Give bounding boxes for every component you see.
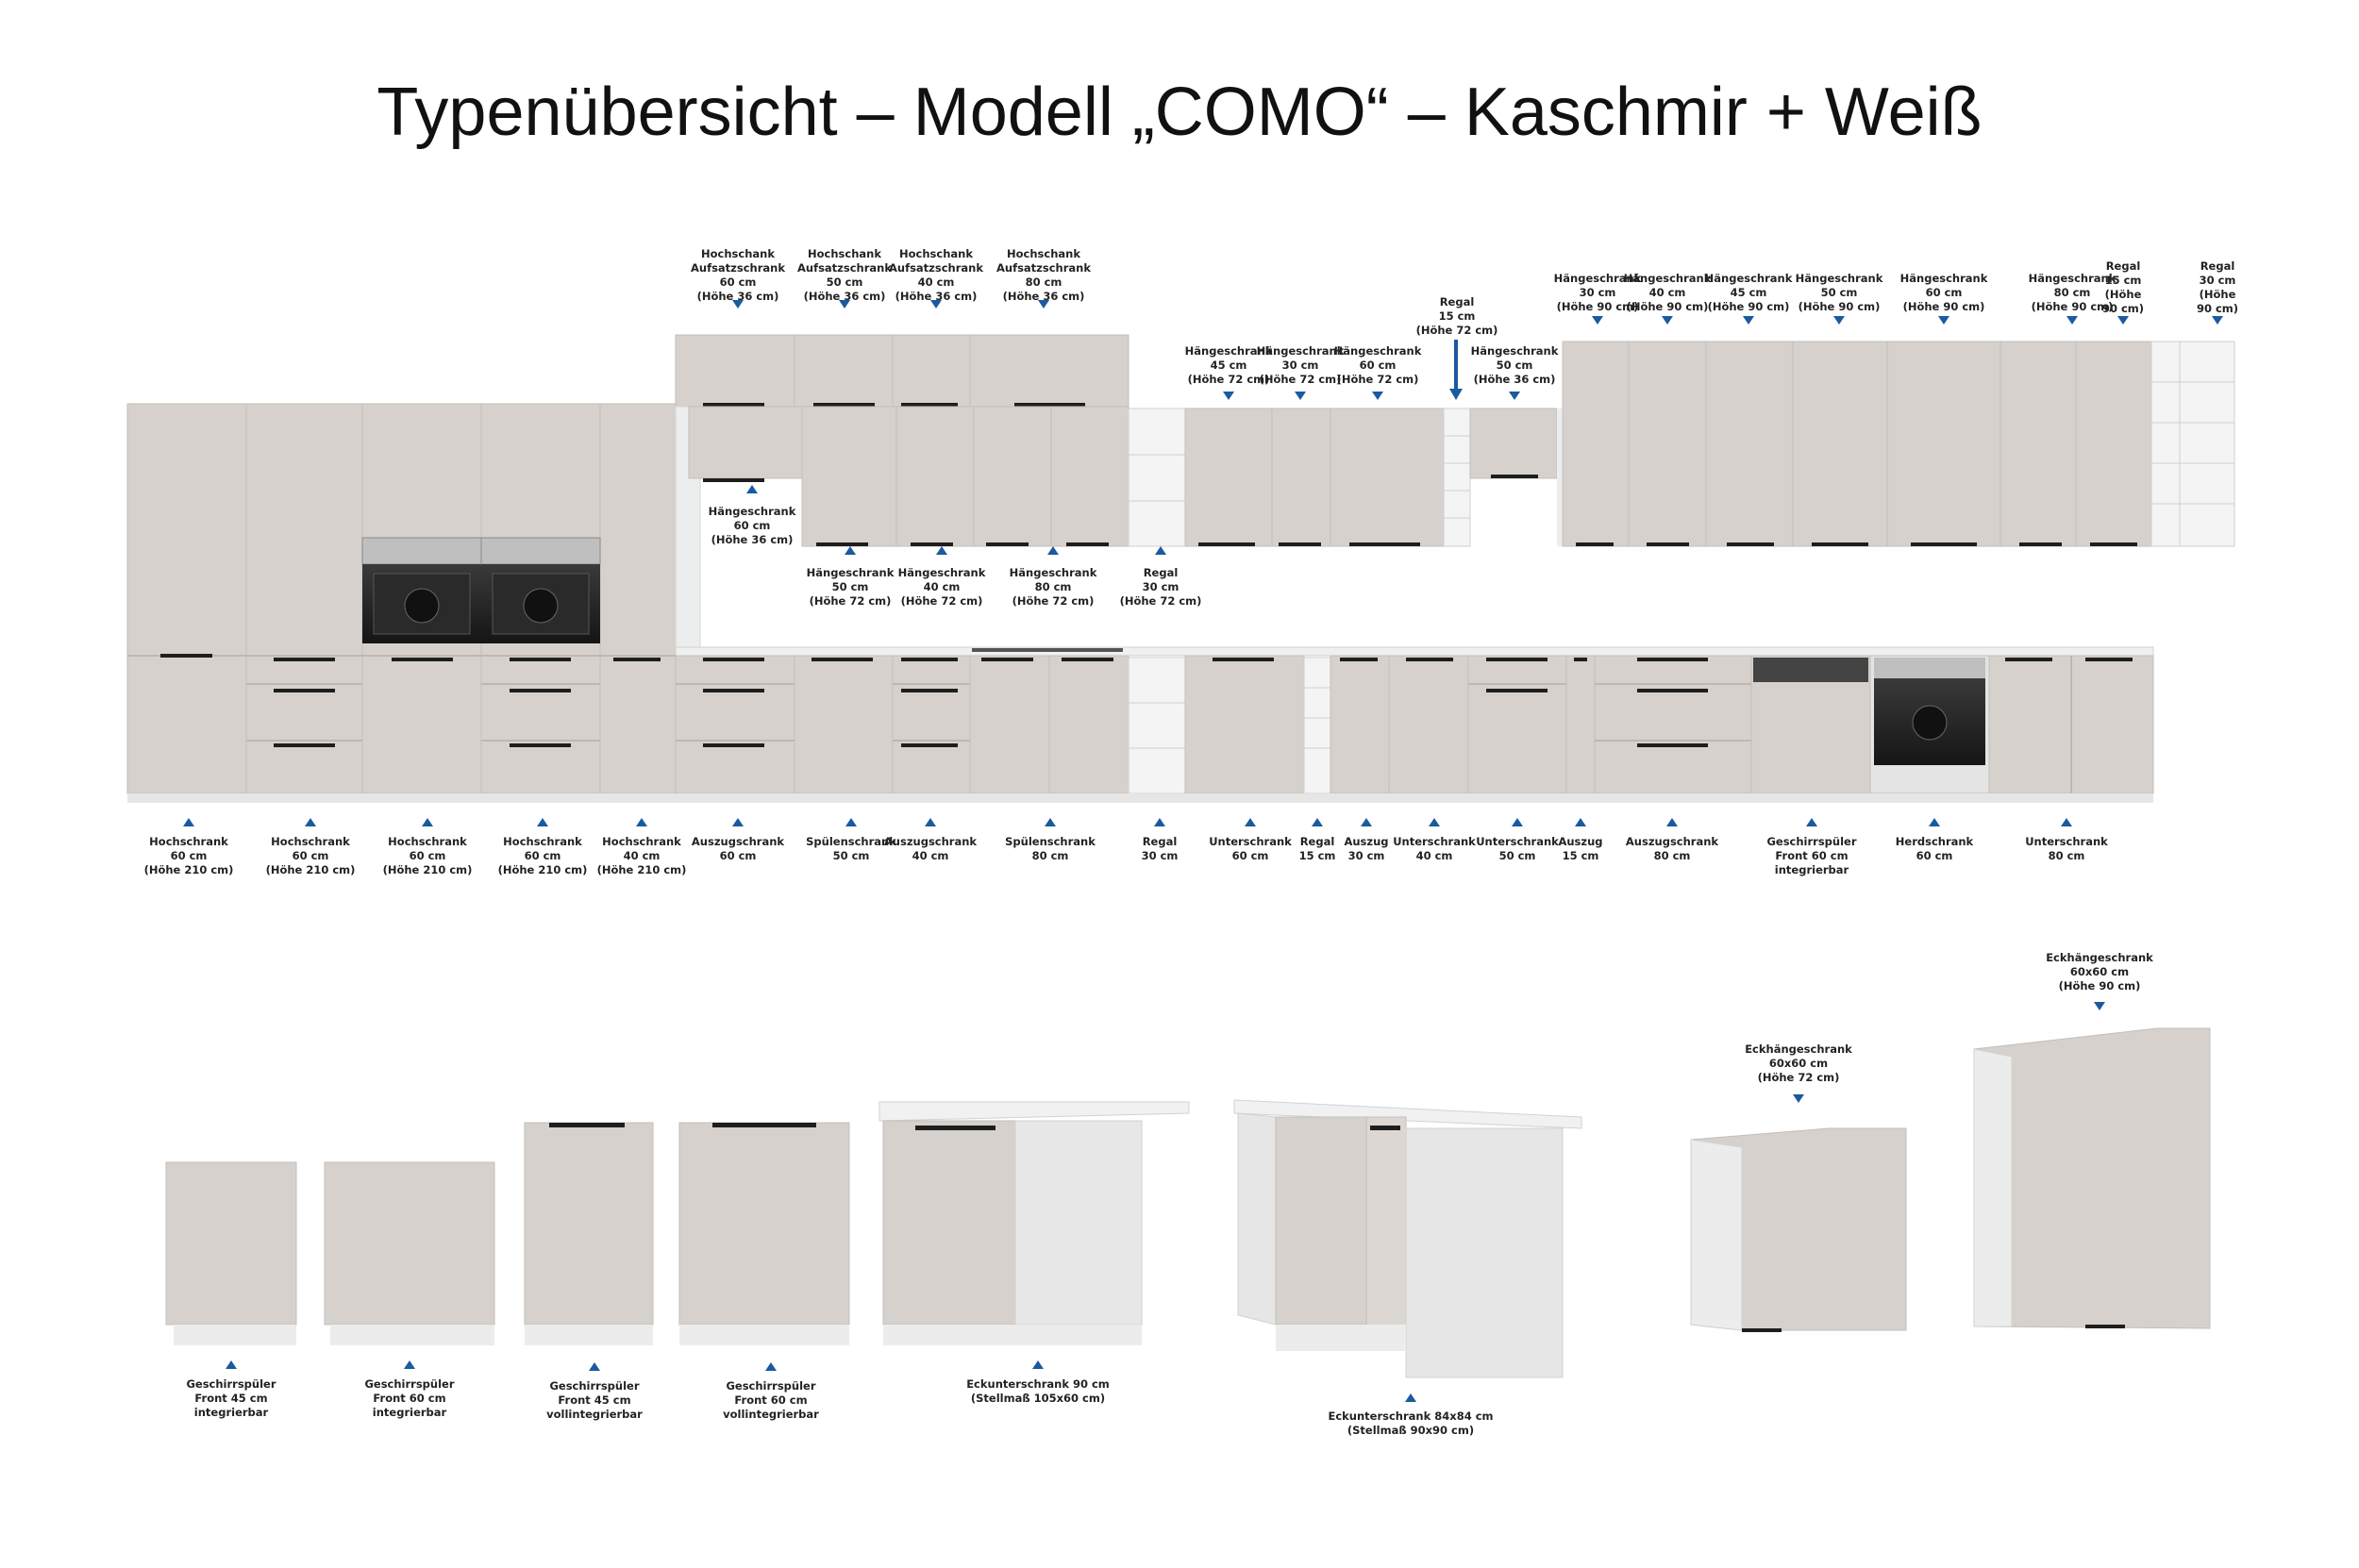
label-single-5: Eckunterschrank 90 cm (Stellmaß 105x60 c… <box>966 1377 1110 1405</box>
base-cabinet-row <box>675 646 2154 803</box>
corner-wall-cabinet-72 <box>1690 1127 1907 1332</box>
label-regal-15: Regal 15 cm (Höhe 72 cm) <box>1415 295 1498 337</box>
label-mid-regal-30: Regal 30 cm (Höhe 72 cm) <box>1119 566 1202 608</box>
label-base-8: Auszugschrank 40 cm <box>883 835 978 862</box>
label-h90-30: Hängeschrank 30 cm (Höhe 90 cm) <box>1553 272 1642 313</box>
top-box-cabinets <box>675 334 1129 408</box>
label-base-16: Auszug 15 cm <box>1558 835 1603 862</box>
label-top-60: Hochschank Aufsatzschrank 60 cm (Höhe 36… <box>690 247 785 303</box>
label-base-6: Auszugschrank 60 cm <box>691 835 785 862</box>
label-base-20: Unterschrank 80 cm <box>2025 835 2108 862</box>
label-base-10: Regal 30 cm <box>1141 835 1179 862</box>
label-base-13: Auszug 30 cm <box>1344 835 1389 862</box>
label-single-1: Geschirrspüler Front 45 cm integrierbar <box>186 1377 276 1419</box>
label-single-2: Geschirrspüler Front 60 cm integrierbar <box>364 1377 455 1419</box>
tall-cabinet-2 <box>245 403 363 794</box>
label-mid-50: Hängeschrank 50 cm (Höhe 72 cm) <box>806 566 895 608</box>
corner-wall-cabinet-90 <box>1973 1027 2211 1329</box>
label-base-14: Unterschrank 40 cm <box>1393 835 1476 862</box>
open-shelf-30 <box>1128 408 1186 547</box>
label-top-80: Hochschank Aufsatzschrank 80 cm (Höhe 36… <box>995 247 1091 303</box>
label-base-7: Spülenschrank 50 cm <box>806 835 896 862</box>
label-h90-50: Hängeschrank 50 cm (Höhe 90 cm) <box>1795 272 1883 313</box>
label-wall-45: Hängeschrank 45 cm (Höhe 72 cm) <box>1184 344 1273 386</box>
label-wall-60: Hängeschrank 60 cm (Höhe 72 cm) <box>1333 344 1422 386</box>
label-base-3: Hochschrank 60 cm (Höhe 210 cm) <box>382 835 473 876</box>
arrow-icons <box>183 300 2223 1402</box>
label-wall-30: Hängeschrank 30 cm (Höhe 72 cm) <box>1256 344 1345 386</box>
label-base-1: Hochschrank 60 cm (Höhe 210 cm) <box>143 835 234 876</box>
label-single-8: Eckhängeschrank 60x60 cm (Höhe 90 cm) <box>2046 951 2153 993</box>
tall-cabinet-row <box>126 403 677 803</box>
label-base-17: Auszugschrank 80 cm <box>1625 835 1719 862</box>
label-top-40: Hochschank Aufsatzschrank 40 cm (Höhe 36… <box>888 247 983 303</box>
label-base-11: Unterschrank 60 cm <box>1209 835 1292 862</box>
label-base-19: Herdschrank 60 cm <box>1895 835 1974 862</box>
label-mid-60-36: Hängeschrank 60 cm (Höhe 36 cm) <box>708 505 796 546</box>
sink <box>972 648 1123 652</box>
label-h90-80: Hängeschrank 80 cm (Höhe 90 cm) <box>2028 272 2116 313</box>
corner-base-cabinet-90 <box>878 1101 1190 1345</box>
label-h90-regal-30: Regal 30 cm (Höhe 90 cm) <box>2196 259 2239 315</box>
label-mid-80: Hängeschrank 80 cm (Höhe 72 cm) <box>1009 566 1097 608</box>
label-base-18: Geschirrspüler Front 60 cm integrierbar <box>1766 835 1857 876</box>
label-single-7: Eckhängeschrank 60x60 cm (Höhe 72 cm) <box>1745 1043 1852 1084</box>
label-base-15: Unterschrank 50 cm <box>1476 835 1559 862</box>
built-in-oven-1 <box>361 537 482 643</box>
built-in-oven-2 <box>480 537 601 643</box>
single-pieces <box>165 1027 2211 1378</box>
label-top-50: Hochschank Aufsatzschrank 50 cm (Höhe 36… <box>796 247 892 303</box>
label-base-9: Spülenschrank 80 cm <box>1005 835 1096 862</box>
label-single-4: Geschirrspüler Front 60 cm vollintegrier… <box>723 1379 819 1421</box>
label-h90-60: Hängeschrank 60 cm (Höhe 90 cm) <box>1899 272 1988 313</box>
page-title: Typenübersicht – Modell „COMO“ – Kaschmi… <box>376 75 1983 150</box>
label-h90-regal-15: Regal 15 cm (Höhe 90 cm) <box>2101 259 2145 315</box>
label-mid-40: Hängeschrank 40 cm (Höhe 72 cm) <box>897 566 986 608</box>
label-base-2: Hochschrank 60 cm (Höhe 210 cm) <box>265 835 356 876</box>
label-base-5: Hochschrank 40 cm (Höhe 210 cm) <box>596 835 687 876</box>
label-wall-50-36: Hängeschrank 50 cm (Höhe 36 cm) <box>1470 344 1559 386</box>
oven-base-cabinet <box>1869 655 1990 794</box>
wall-cabinets-72 <box>675 406 1563 658</box>
dishwasher-integrated <box>1750 655 1871 794</box>
tall-cabinet-1 <box>126 403 247 794</box>
corner-base-cabinet-84x84 <box>1233 1099 1582 1378</box>
label-single-3: Geschirrspüler Front 45 cm vollintegrier… <box>546 1379 643 1421</box>
label-single-6: Eckunterschrank 84x84 cm (Stellmaß 90x90… <box>1328 1410 1494 1437</box>
handle <box>160 654 212 658</box>
label-base-12: Regal 15 cm <box>1298 835 1336 862</box>
label-h90-45: Hängeschrank 45 cm (Höhe 90 cm) <box>1704 272 1793 313</box>
plinth <box>127 793 676 803</box>
label-h90-40: Hängeschrank 40 cm (Höhe 90 cm) <box>1623 272 1712 313</box>
wall-cabinets-90 <box>1562 341 2235 547</box>
label-base-4: Hochschrank 60 cm (Höhe 210 cm) <box>497 835 588 876</box>
